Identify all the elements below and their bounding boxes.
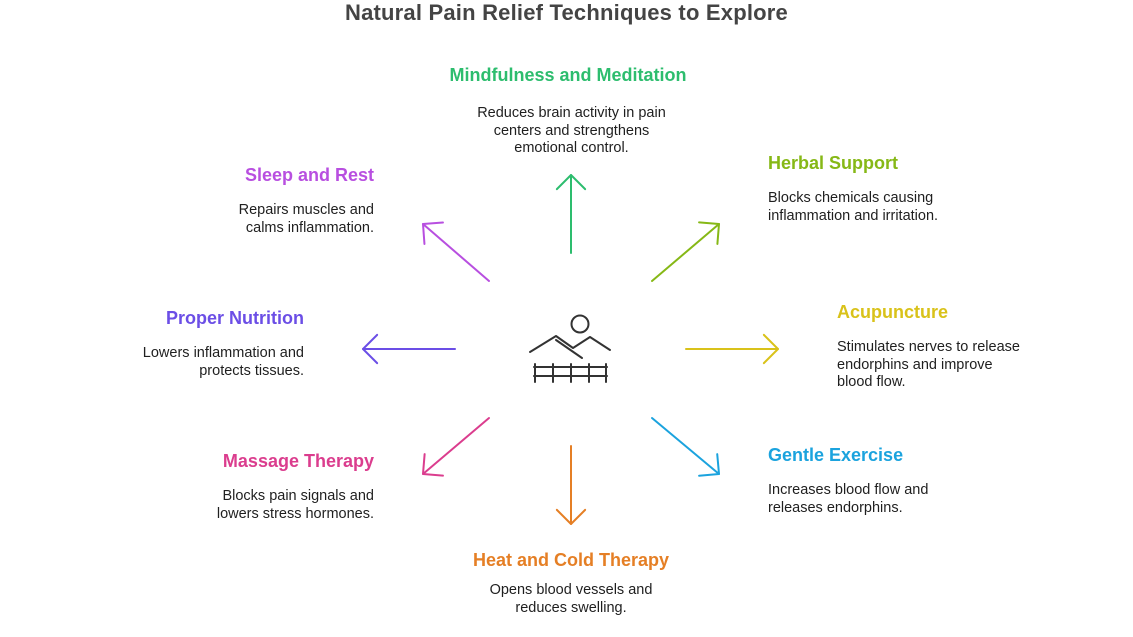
arrow-heat-cold	[555, 445, 587, 525]
arrows-group	[362, 174, 779, 525]
arrow-herbal	[651, 221, 720, 282]
node-mindfulness-description: Reduces brain activity in pain centers a…	[477, 105, 666, 156]
node-exercise: Gentle Exercise Increases blood flow and…	[768, 444, 968, 517]
relaxation-landscape-icon	[529, 314, 611, 383]
node-acupuncture: Acupuncture Stimulates nerves to release…	[837, 301, 1037, 392]
node-mindfulness-heading: Mindfulness and Meditation	[449, 65, 687, 85]
node-heat-cold-heading: Heat and Cold Therapy	[472, 550, 670, 570]
node-acupuncture-heading: Acupuncture	[837, 302, 949, 322]
node-mindfulness: Mindfulness and Meditation Reduces brain…	[413, 64, 723, 158]
arrow-exercise	[651, 417, 720, 477]
node-acupuncture-description: Stimulates nerves to release endorphins …	[837, 339, 1020, 390]
node-nutrition-description: Lowers inflammation and protects tissues…	[142, 345, 304, 379]
node-heat-cold: Heat and Cold Therapy Opens blood vessel…	[431, 549, 711, 617]
node-herbal: Herbal Support Blocks chemicals causing …	[768, 152, 988, 225]
node-exercise-description: Increases blood flow and releases endorp…	[768, 482, 929, 516]
node-nutrition: Proper Nutrition Lowers inflammation and…	[104, 307, 304, 380]
node-sleep: Sleep and Rest Repairs muscles and calms…	[174, 164, 374, 237]
arrow-sleep	[422, 221, 490, 282]
arrow-massage	[422, 417, 490, 477]
node-massage-heading: Massage Therapy	[222, 451, 374, 471]
node-heat-cold-description: Opens blood vessels and reduces swelling…	[489, 582, 653, 616]
arrow-nutrition	[362, 333, 456, 365]
node-sleep-heading: Sleep and Rest	[244, 165, 374, 185]
diagram-title: Natural Pain Relief Techniques to Explor…	[344, 0, 788, 25]
node-massage: Massage Therapy Blocks pain signals and …	[174, 450, 374, 523]
node-herbal-heading: Herbal Support	[768, 153, 899, 173]
node-sleep-description: Repairs muscles and calms inflammation.	[238, 202, 374, 236]
node-massage-description: Blocks pain signals and lowers stress ho…	[216, 488, 374, 522]
node-herbal-description: Blocks chemicals causing inflammation an…	[768, 190, 939, 224]
arrow-acupuncture	[685, 333, 779, 365]
node-nutrition-heading: Proper Nutrition	[166, 308, 304, 328]
arrow-mindfulness	[555, 174, 587, 254]
node-exercise-heading: Gentle Exercise	[768, 445, 904, 465]
